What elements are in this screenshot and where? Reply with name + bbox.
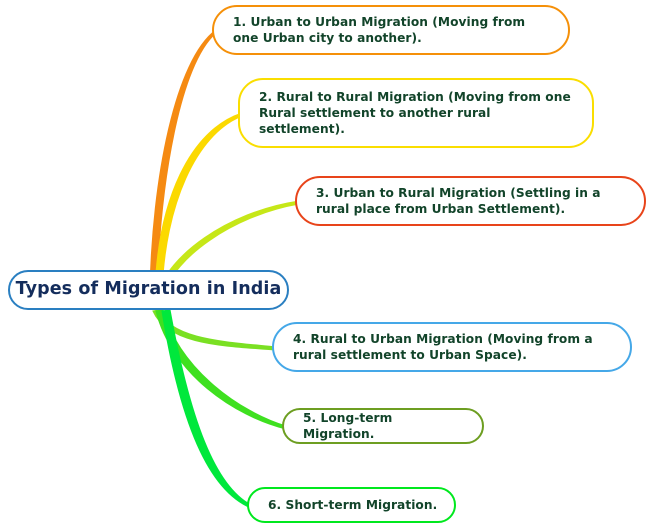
node-urban-to-rural-migration[interactable]: 3. Urban to Rural Migration (Settling in… — [295, 176, 646, 226]
node-long-term-migration[interactable]: 5. Long-term Migration. — [282, 408, 484, 444]
node-5-label: 5. Long-term Migration. — [303, 410, 393, 441]
node-urban-to-urban-migration[interactable]: 1. Urban to Urban Migration (Moving from… — [212, 5, 570, 55]
node-2-label: 2. Rural to Rural Migration (Moving from… — [259, 89, 571, 137]
node-6-label: 6. Short-term Migration. — [268, 497, 438, 512]
node-rural-to-rural-migration[interactable]: 2. Rural to Rural Migration (Moving from… — [238, 78, 594, 148]
node-4-label: 4. Rural to Urban Migration (Moving from… — [293, 331, 593, 362]
node-1-label: 1. Urban to Urban Migration (Moving from… — [233, 14, 526, 45]
node-rural-to-urban-migration[interactable]: 4. Rural to Urban Migration (Moving from… — [272, 322, 632, 372]
root-node-label: Types of Migration in India — [15, 279, 282, 300]
root-node[interactable]: Types of Migration in India — [8, 270, 289, 310]
node-3-label: 3. Urban to Rural Migration (Settling in… — [316, 185, 601, 216]
node-short-term-migration[interactable]: 6. Short-term Migration. — [247, 487, 456, 523]
